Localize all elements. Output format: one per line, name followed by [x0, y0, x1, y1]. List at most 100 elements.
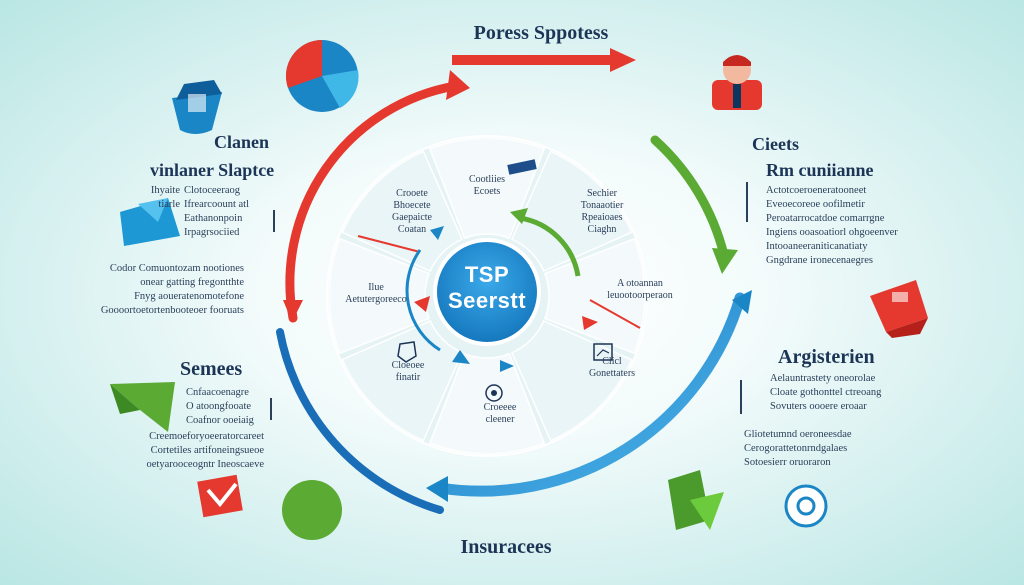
left-top-col-a: Ihyaite tiarle: [120, 184, 180, 212]
blue-arrowhead-right: [732, 290, 752, 314]
left-top-divider: [273, 210, 275, 232]
red-box-icon: [870, 280, 928, 338]
right-bottom-line: Aelauntrastety oneorolae: [770, 373, 876, 384]
gear-badge-icon: [784, 484, 828, 528]
right-bottom-line: Cloate gothonttel ctreoang: [770, 387, 882, 398]
folded-paper-icon: [110, 382, 175, 432]
green-arrowhead: [712, 248, 738, 274]
right-top-line: Ingiens ooasoatiorl ohgoeenver: [766, 227, 898, 238]
left-bottom-lines-b: Creemoeforyoeeratorcareet Cortetiles art…: [100, 430, 264, 472]
blue-arrowhead-bottom: [426, 476, 448, 502]
right-top-line: Intooaneeraniticanatiaty: [766, 241, 868, 252]
hub-label-line1: TSP: [464, 262, 510, 287]
blue-left-arc: [276, 328, 444, 514]
left-mid-line: Goooortoetortenbooteoer fooruats: [100, 305, 244, 316]
segment-label-line: Cloeoee: [391, 360, 425, 371]
red-arrowhead-top: [446, 70, 470, 100]
left-bottom-heading: Semees: [180, 358, 243, 380]
segment-label-line: Sechier: [587, 188, 617, 199]
pie-chart-icon: [285, 39, 359, 112]
left-mid-line: onear gatting fregontthte: [140, 277, 244, 288]
right-top-line: Peroatarrocatdoe comarrgne: [766, 213, 885, 224]
left-top-col-b-line: Clotoceeraog: [184, 185, 240, 196]
inner-ring-green: [519, 215, 581, 277]
left-bottom-divider: [270, 398, 272, 420]
segment-label-line: cleener: [485, 414, 515, 425]
inner-ring-head-3: [500, 360, 514, 372]
hub-circle: [433, 238, 541, 346]
green-cycle-arrow: [650, 135, 729, 260]
right-bottom-line: Gliotetumnd oeroneesdae: [744, 429, 852, 440]
right-top-line: Gngdrane ironecenaegres: [766, 255, 873, 266]
red-checkbox-icon: [197, 474, 243, 518]
segment-label-line: leuootoorperaon: [607, 290, 673, 301]
right-top-divider: [746, 182, 748, 222]
segment-label-line: Ecoets: [473, 186, 501, 197]
segment-label-line: A otoannan: [617, 278, 663, 289]
inner-ring-blue: [405, 249, 441, 352]
inner-ring-head-4: [582, 316, 598, 330]
green-folder-icon: [668, 470, 724, 530]
left-bottom-line: O atoongfooate: [186, 401, 252, 412]
green-circle-icon: [282, 480, 342, 540]
inner-ring-head-2: [452, 350, 470, 364]
shield-icon: [397, 341, 417, 363]
left-bottom-line: Cortetiles artifoneingsueoe: [150, 445, 264, 456]
segment-label-line: Bhoecete: [393, 200, 431, 211]
gear-icon: [485, 384, 503, 402]
bucket-icon: [172, 80, 222, 134]
inner-ring-red-right: [589, 299, 641, 329]
left-top-col-a-line: tiarle: [158, 199, 180, 210]
blue-cycle-arrow: [434, 292, 746, 497]
right-top-line: Eveoecoreoe oofilmetir: [766, 199, 865, 210]
red-arrowhead-left: [283, 300, 303, 322]
tablet-icon: [507, 159, 537, 175]
bottom-label: Insuracees: [460, 536, 552, 558]
segment-label-line: Aetutergoreeco: [345, 294, 407, 305]
segment-label-line: Gonettaters: [588, 368, 636, 379]
segment-label-line: Ilue: [368, 282, 384, 293]
person-icon: [712, 55, 762, 110]
hub-label-line2: Seerstt: [447, 288, 527, 313]
left-mid-text: Codor Comuontozam nootiones onear gattin…: [80, 262, 244, 318]
wheel-segment: [341, 150, 464, 273]
left-top-heading: Clanen: [214, 132, 270, 152]
right-bottom-line: Sovuters oooere eroaar: [770, 401, 867, 412]
wheel-segments: [326, 135, 648, 457]
left-top-subheading: vinlaner Slaptce: [150, 160, 275, 180]
right-bottom-divider: [740, 380, 742, 414]
right-bottom-lines-b: Gliotetumnd oeroneesdae Cerogorattetonrn…: [744, 428, 852, 470]
segment-label-line: Coatan: [397, 224, 427, 235]
inner-ring-head-5: [414, 296, 430, 312]
left-top-col-a-line: Ihyaite: [150, 185, 180, 196]
wheel-segment: [341, 319, 464, 442]
segment-label-line: Rpeaioaes: [581, 212, 623, 223]
left-bottom-line: Cnfaacoenagre: [186, 387, 249, 398]
right-top-heading: Cieets: [752, 134, 799, 154]
right-bottom-lines-a: Aelauntrastety oneorolae Cloate gothontt…: [770, 372, 881, 414]
wheel-segment: [510, 150, 633, 273]
segment-label-line: Ciaghn: [587, 224, 617, 235]
right-top-subheading: Rm cuniianne: [766, 160, 874, 180]
left-top-col-b-line: Irpagrsociied: [184, 227, 240, 238]
segment-label-line: Clicl: [602, 356, 622, 367]
diagram-title: Poress Sppotess: [473, 22, 609, 44]
right-top-line: Actotcoeroeneratooneet: [766, 185, 867, 196]
top-red-arrow-head: [610, 48, 636, 72]
right-bottom-line: Sotoesierr oruoraron: [744, 457, 831, 468]
segment-label-line: Crooete: [396, 188, 428, 199]
inner-ring-green-head: [510, 208, 528, 224]
left-bottom-line: Coafnor ooeiaig: [186, 415, 254, 426]
inner-ring-red: [357, 235, 421, 253]
paper-plane-icon: [120, 198, 180, 246]
left-top-col-b-line: Ifrearcoount atl: [184, 199, 250, 210]
